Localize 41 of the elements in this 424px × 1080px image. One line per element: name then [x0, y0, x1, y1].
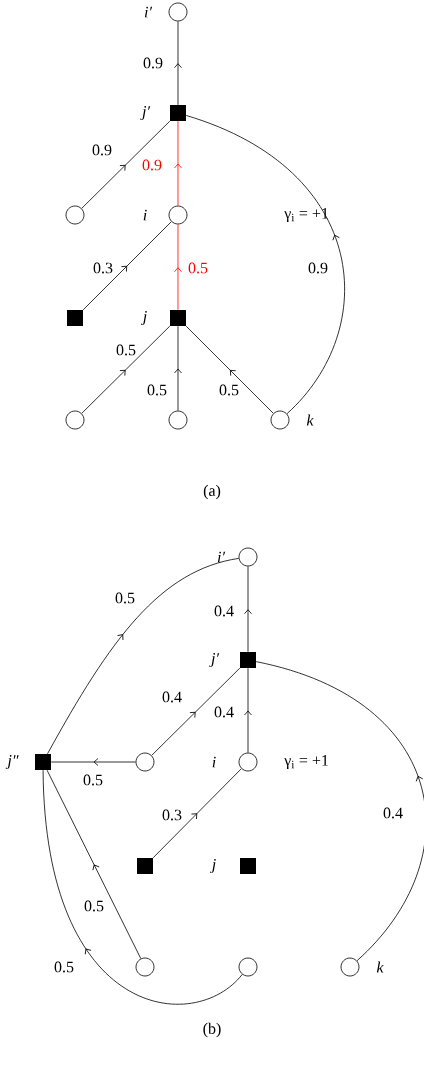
node-label: j′ — [209, 653, 220, 667]
edge-label: 0.5 — [188, 262, 208, 274]
edge-label: 0.5 — [84, 900, 104, 912]
node-label: j — [141, 311, 147, 325]
edge-label: 0.4 — [162, 691, 182, 703]
node-label: i — [212, 756, 216, 768]
edge-label: 0.5 — [115, 592, 135, 604]
edge-label: 0.9 — [142, 159, 162, 171]
circle-node — [168, 410, 188, 430]
square-node — [137, 858, 153, 874]
edge-label: 0.3 — [93, 262, 113, 274]
panel-caption: (b) — [203, 1022, 221, 1038]
edge-label: 0.9 — [143, 57, 163, 69]
text-label: γ$_{i}$ = +1 — [284, 755, 328, 769]
text-label: γ$_{i}$ = +1 — [284, 208, 328, 222]
circle-node — [238, 957, 258, 977]
square-node — [67, 310, 83, 326]
circle-node — [135, 957, 155, 977]
edge-label: 0.5 — [219, 384, 239, 396]
node-label: i — [143, 209, 147, 221]
edge-label: 0.5 — [54, 961, 74, 973]
edge-label: 0.4 — [383, 807, 403, 819]
node-label: k — [376, 961, 384, 973]
node-label: i′ — [217, 551, 226, 563]
panel-caption: (a) — [203, 484, 221, 500]
circle-node — [135, 752, 155, 772]
edge-label: 0.5 — [83, 774, 103, 786]
node-label: j′ — [140, 106, 151, 120]
node-label: j″ — [5, 755, 19, 769]
edge-label: 0.9 — [92, 144, 112, 156]
circle-node — [65, 205, 85, 225]
edge-label: 0.9 — [308, 262, 328, 274]
node-label: j — [210, 859, 216, 873]
edge-label: 0.3 — [162, 809, 182, 821]
edge-label: 0.5 — [116, 344, 136, 356]
node-label: k — [306, 414, 314, 426]
edge-label: 0.4 — [214, 706, 234, 718]
edge-label: 0.5 — [147, 384, 167, 396]
edge-label: 0.4 — [214, 605, 234, 617]
node-label: i′ — [144, 6, 153, 18]
circle-node — [65, 410, 85, 430]
